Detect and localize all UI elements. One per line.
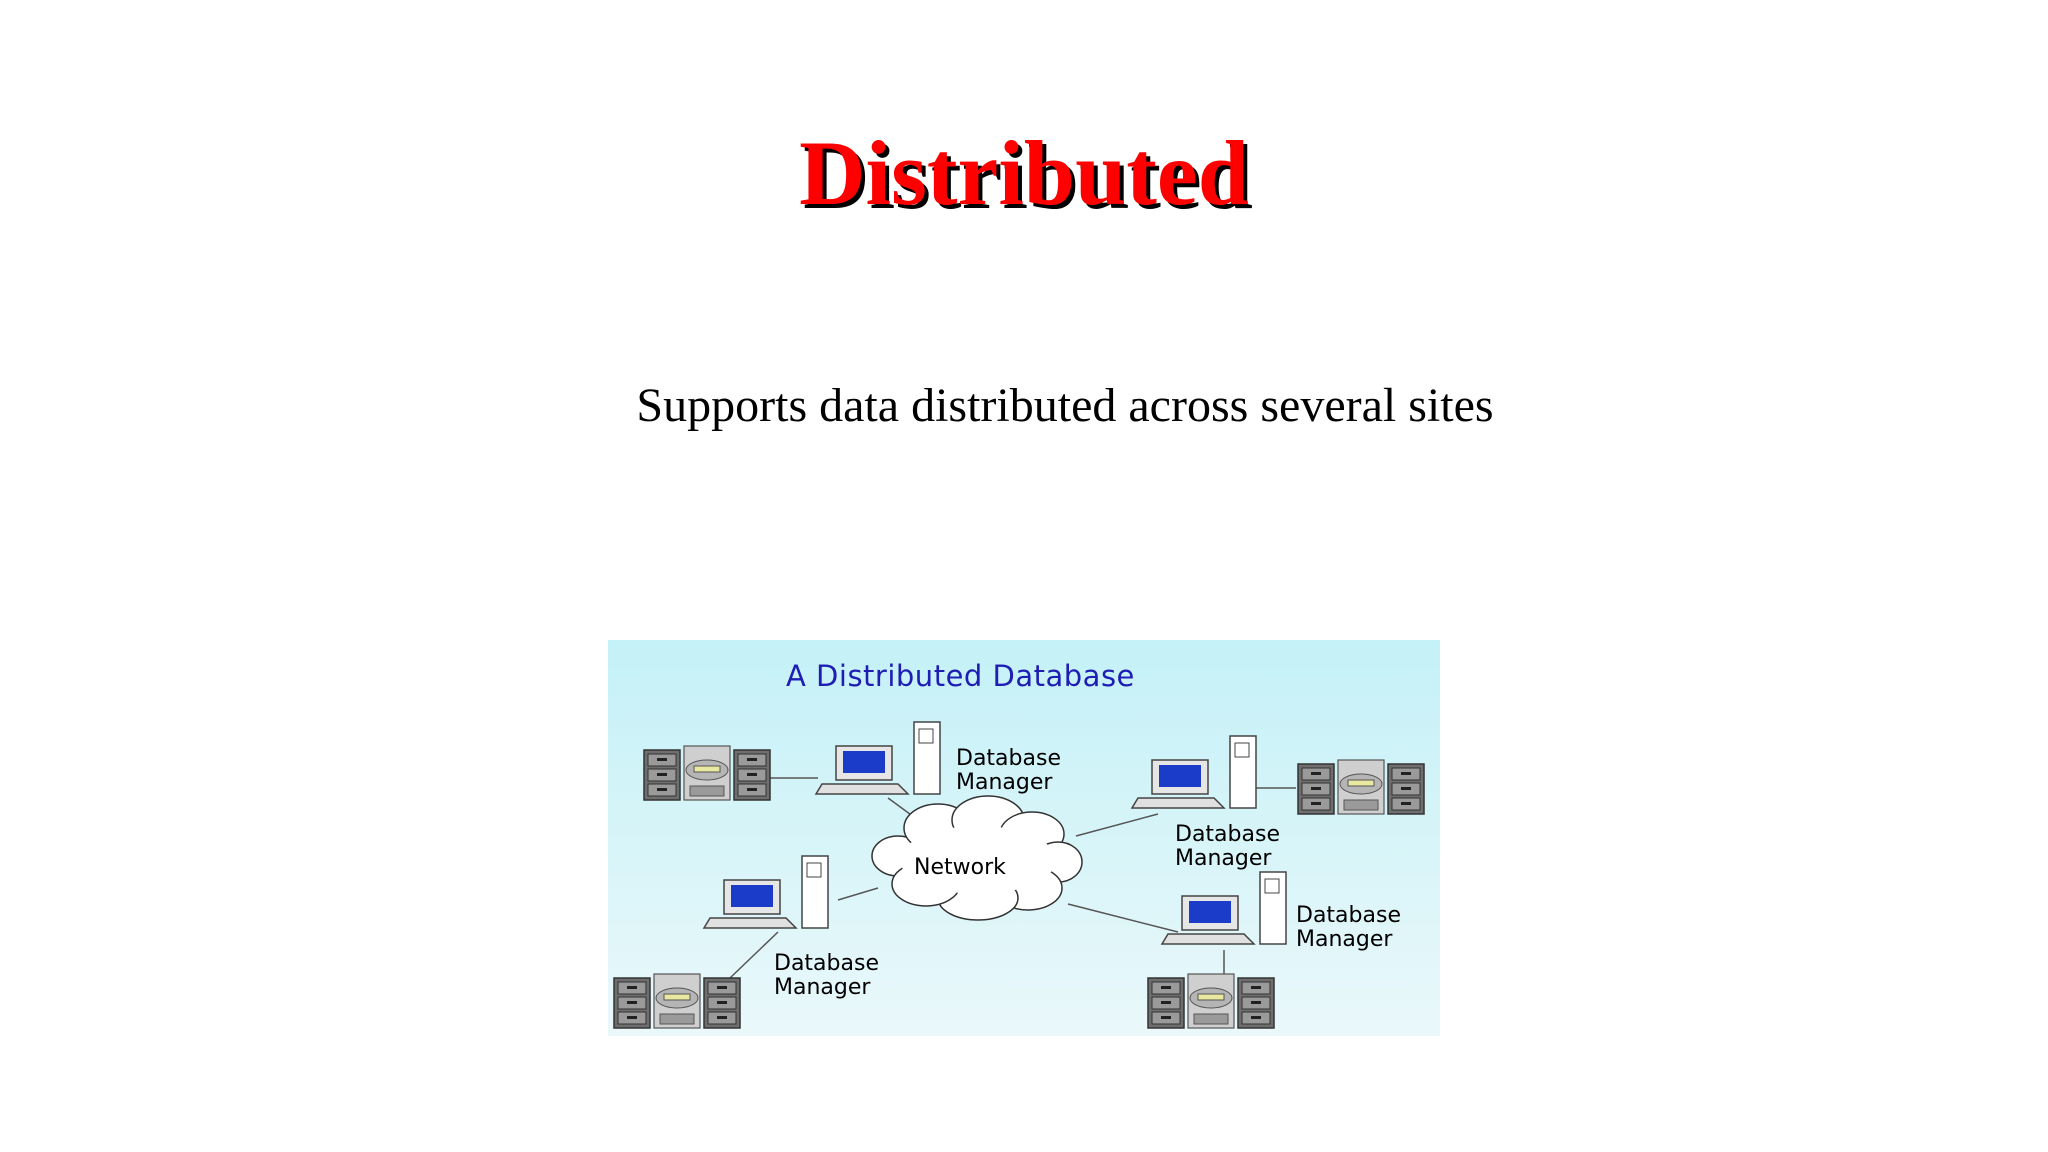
cloud-icon [871,795,1083,921]
file-cabinet-icon [1148,974,1274,1028]
file-cabinet-icon [1298,760,1424,814]
file-cabinet-icon [614,974,740,1028]
manager-label-line1: Database [1296,903,1401,928]
manager-label-line2: Manager [774,975,871,1000]
diagram-title: A Distributed Database [786,659,1135,693]
database-manager-label: Database Manager [774,951,879,1000]
manager-label-line1: Database [774,951,879,976]
database-manager-label: Database Manager [956,746,1061,795]
database-manager-label: Database Manager [1296,903,1401,952]
slide-subtitle: Supports data distributed across several… [636,379,1494,432]
database-manager-label: Database Manager [1175,822,1280,871]
manager-label-line1: Database [956,746,1061,771]
distributed-database-diagram: A Distributed Database Network Database … [608,640,1440,1036]
manager-label-line2: Manager [956,770,1053,795]
file-cabinet-icon [644,746,770,800]
manager-label-line2: Manager [1175,846,1272,871]
manager-label-line1: Database [1175,822,1280,847]
manager-label-line2: Manager [1296,927,1393,952]
network-label: Network [914,855,1006,880]
slide-title: Distributed [799,122,1249,224]
